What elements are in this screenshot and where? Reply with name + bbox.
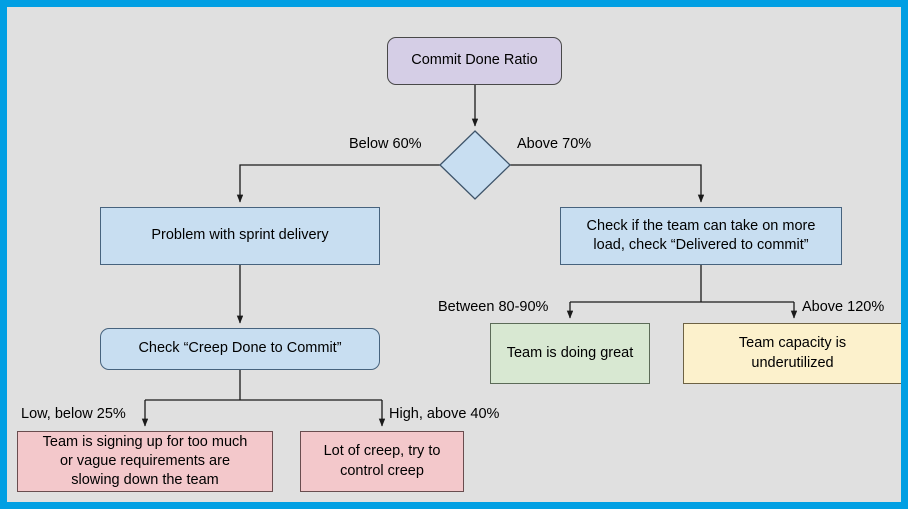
node-label: Check “Creep Done to Commit” (138, 340, 342, 357)
node-label: Team is doing great (506, 344, 634, 361)
node-team-capacity-underutilized[interactable]: Team capacity is underutilized (683, 323, 901, 384)
node-label: Team capacity is underutilized (738, 335, 847, 371)
node-label: Problem with sprint delivery (151, 227, 329, 244)
node-check-creep-done-to-commit[interactable]: Check “Creep Done to Commit” (100, 328, 380, 370)
node-lot-of-creep[interactable]: Lot of creep, try to control creep (300, 431, 464, 492)
node-team-signing-up-too-much[interactable]: Team is signing up for too much or vague… (17, 431, 273, 492)
connector-layer (141, 85, 798, 427)
edge-decision-to-check-capacity (510, 164, 705, 203)
node-label: Team is signing up for too much or vague… (42, 433, 248, 489)
edge-label-above-120: Above 120% (802, 299, 885, 315)
node-label: Check if the team can take on more load,… (586, 217, 816, 253)
edge-label-below-60: Below 60% (349, 136, 422, 152)
edge-label-above-70: Above 70% (517, 136, 592, 152)
node-problem-sprint-delivery[interactable]: Problem with sprint delivery (100, 207, 380, 265)
node-label: Commit Done Ratio (411, 52, 538, 69)
edge-label-between-80-90: Between 80-90% (438, 299, 549, 315)
edge-label-low-below-25: Low, below 25% (21, 406, 126, 422)
node-check-team-capacity[interactable]: Check if the team can take on more load,… (560, 207, 842, 265)
edge-label-high-above-40: High, above 40% (389, 406, 500, 422)
node-label: Lot of creep, try to control creep (323, 443, 441, 479)
node-commit-done-ratio[interactable]: Commit Done Ratio (387, 37, 562, 85)
decision-diamond (439, 130, 511, 200)
edge-decision-to-problem (236, 164, 440, 203)
node-decision-diamond[interactable] (440, 131, 510, 199)
node-team-doing-great[interactable]: Team is doing great (490, 323, 650, 384)
